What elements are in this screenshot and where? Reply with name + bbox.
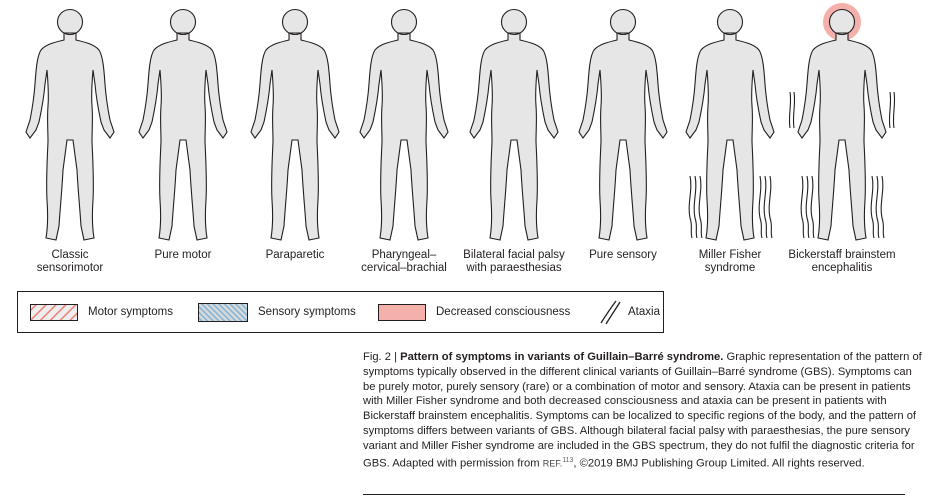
caption-title: Pattern of symptoms in variants of Guill… [400, 351, 724, 363]
legend-item-consciousness: Decreased consciousness [378, 292, 570, 332]
body-silhouette [26, 9, 114, 240]
legend-motor-label: Motor symptoms [88, 306, 173, 318]
ataxia-line [810, 175, 815, 239]
motor-swatch [30, 303, 78, 321]
ataxia-line [763, 175, 768, 239]
legend-item-motor: Motor symptoms [30, 292, 173, 332]
ataxia-line [880, 175, 885, 239]
body-silhouette [139, 9, 227, 240]
ataxia-line [688, 175, 693, 239]
body-figure [25, 8, 115, 241]
ataxia-line [758, 175, 763, 239]
figure-caption: Fig. 2 | Pattern of symptoms in variants… [363, 350, 923, 471]
bottom-rule [363, 494, 905, 495]
ataxia-line [768, 175, 773, 239]
figure-label: Classic sensorimotor [36, 249, 104, 274]
legend-ataxia-label: Ataxia [628, 306, 660, 318]
body-figure [250, 8, 340, 241]
body-silhouette [251, 9, 339, 240]
legend-sensory-label: Sensory symptoms [258, 306, 356, 318]
body-figure [788, 3, 896, 241]
ataxia-icon [600, 300, 621, 325]
caption-body: Graphic representation of the pattern of… [363, 351, 922, 470]
legend-consciousness-label: Decreased consciousness [436, 306, 571, 318]
ataxia-line [875, 175, 880, 239]
figure-label: Miller Fisher syndrome [698, 249, 762, 274]
caption-prefix: Fig. 2 | [363, 351, 401, 363]
ataxia-line [698, 175, 703, 239]
consciousness-swatch [378, 303, 426, 321]
sensory-swatch [198, 302, 248, 322]
legend: Motor symptoms Sensory symptoms Decrease… [17, 291, 664, 333]
body-silhouette [470, 9, 558, 240]
body-figure [359, 8, 449, 241]
body-figure [578, 8, 668, 241]
caption-ref[interactable]: REF. [542, 458, 563, 469]
ataxia-line [870, 175, 875, 239]
legend-item-ataxia: Ataxia [598, 292, 660, 332]
caption-tail: , ©2019 BMJ Publishing Group Limited. Al… [573, 457, 865, 470]
ataxia-line [792, 91, 796, 129]
body-silhouette [360, 9, 448, 240]
body-silhouette [579, 9, 667, 240]
ataxia-line [800, 175, 805, 239]
body-figure [138, 8, 228, 241]
body-figure [685, 8, 775, 241]
ataxia-line [693, 175, 698, 239]
ataxia-line [888, 91, 892, 129]
figure-label: Bickerstaff brainstem encephalitis [788, 249, 896, 274]
ataxia-line [788, 91, 792, 129]
ataxia-line [805, 175, 810, 239]
caption-ref-number[interactable]: 113 [562, 456, 574, 464]
body-figures-diagram [25, 3, 896, 241]
figure-label: Pure sensory [589, 249, 657, 261]
figure-label: Bilateral facial palsy with paraesthesia… [463, 249, 565, 274]
body-figure [469, 8, 559, 241]
figure-label: Paraparetic [265, 249, 325, 261]
figure-label: Pharyngeal– cervical–brachial [361, 249, 447, 274]
legend-item-sensory: Sensory symptoms [198, 292, 356, 332]
ataxia-line [892, 91, 896, 129]
figure-label: Pure motor [154, 249, 212, 261]
